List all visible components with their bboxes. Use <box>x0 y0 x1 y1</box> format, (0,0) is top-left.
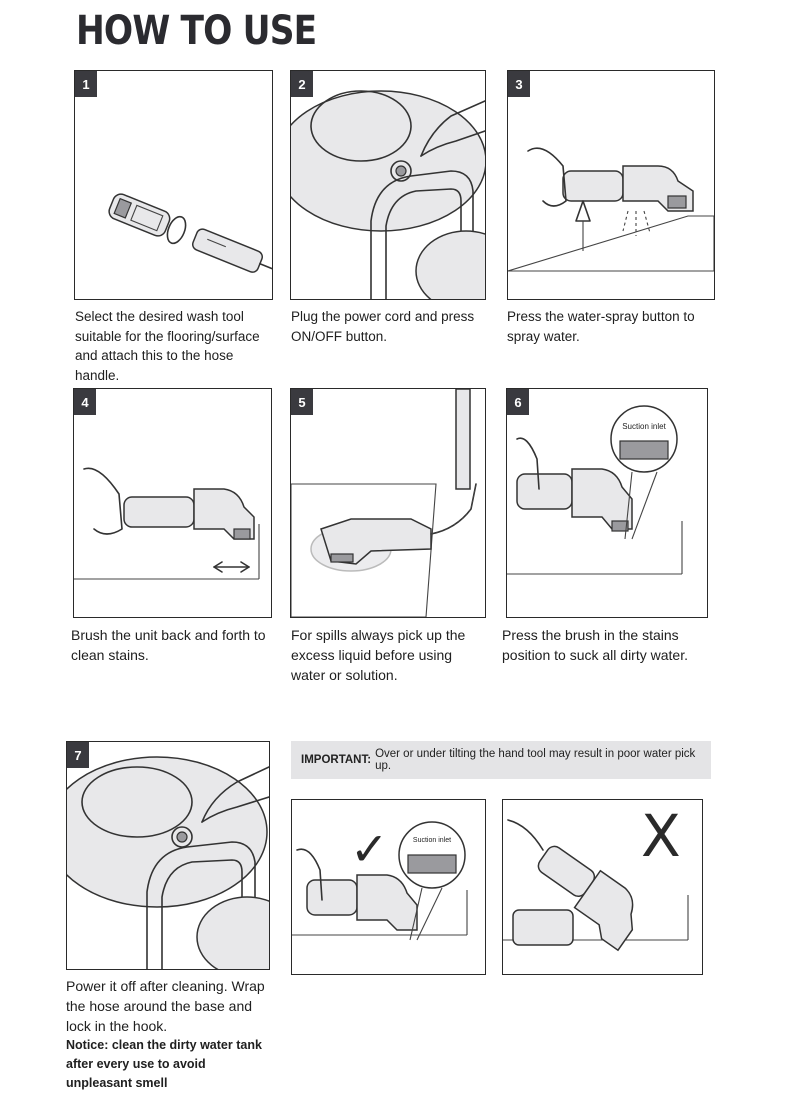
cross-icon: X <box>641 802 681 870</box>
step-4-caption: Brush the unit back and forth to clean s… <box>71 627 266 663</box>
wrong-tilt-panel: X <box>502 799 703 975</box>
step-1-caption: Select the desired wash tool suitable fo… <box>75 309 260 383</box>
wrong-tilt-illustration <box>503 819 689 952</box>
check-icon: ✓ <box>350 822 389 876</box>
power-off-illustration <box>67 756 269 969</box>
suction-illustration: Suction inlet <box>507 405 683 575</box>
correct-tilt-illustration: Suction inlet <box>292 821 468 941</box>
step-3-caption: Press the water-spray button to spray wa… <box>507 309 695 344</box>
step-7-number: 7 <box>67 742 89 768</box>
step-6-caption: Press the brush in the stains position t… <box>502 627 688 663</box>
step-6-panel: 6 Suction inlet <box>506 388 708 618</box>
step-6-number: 6 <box>507 389 529 415</box>
hose-handle-illustration <box>108 193 272 275</box>
spill-illustration <box>291 389 477 617</box>
page-title: HOW TO USE <box>76 8 317 54</box>
step-3-panel: 3 <box>507 70 715 300</box>
notice-label: Notice: <box>66 1038 109 1052</box>
step-3-number: 3 <box>508 71 530 97</box>
step-2-number: 2 <box>291 71 313 97</box>
important-banner: IMPORTANT: Over or under tilting the han… <box>291 741 711 779</box>
step-1-number: 1 <box>75 71 97 97</box>
important-text: Over or under tilting the hand tool may … <box>375 748 696 772</box>
spray-illustration <box>508 147 714 272</box>
step-5-panel: 5 <box>290 388 486 618</box>
step-7-caption: Power it off after cleaning. Wrap the ho… <box>66 978 265 1034</box>
step-4-panel: 4 <box>73 388 272 618</box>
step-4-number: 4 <box>74 389 96 415</box>
step-5-number: 5 <box>291 389 313 415</box>
step-5-caption: For spills always pick up the excess liq… <box>291 627 466 683</box>
step-7-panel: 7 <box>66 741 270 970</box>
correct-tilt-panel: Suction inlet ✓ <box>291 799 486 975</box>
important-label: IMPORTANT: <box>301 754 372 766</box>
step-2-caption: Plug the power cord and press ON/OFF but… <box>291 309 475 344</box>
suction-label: Suction inlet <box>622 422 666 431</box>
step-2-panel: 2 <box>290 70 486 300</box>
step-1-panel: 1 <box>74 70 273 300</box>
notice: Notice: clean the dirty water tank after… <box>66 1036 271 1093</box>
notice-text: clean the dirty water tank after every u… <box>66 1038 262 1090</box>
suction-label-2: Suction inlet <box>413 837 451 844</box>
power-button-illustration <box>291 90 485 299</box>
brush-illustration <box>74 467 260 580</box>
